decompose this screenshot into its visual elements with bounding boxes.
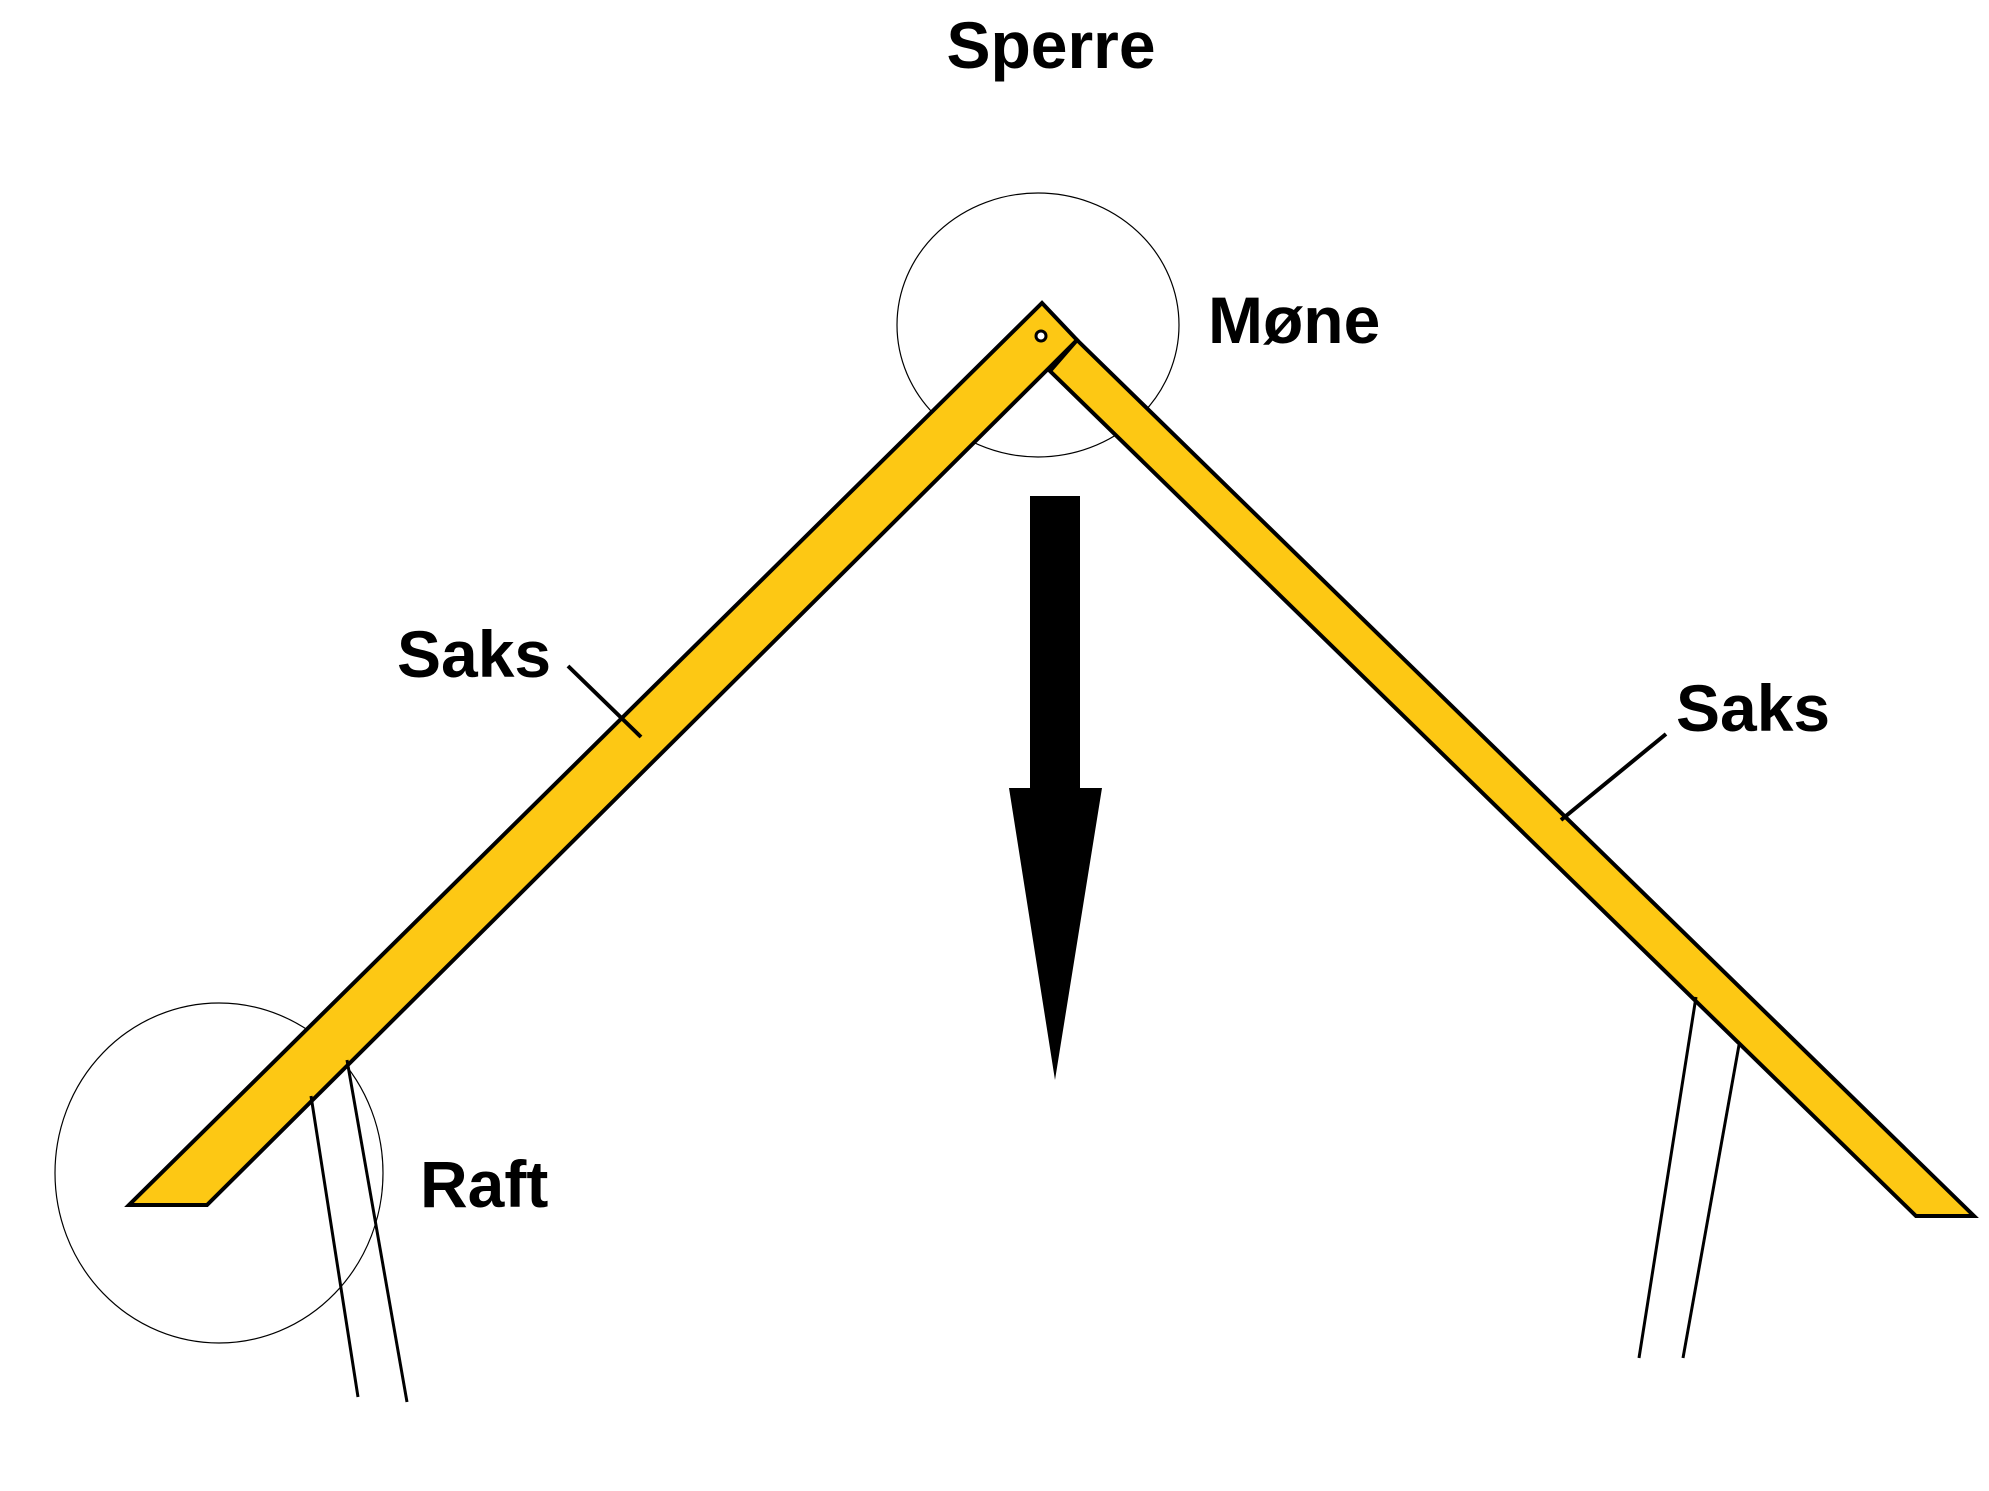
right-rafter	[1047, 337, 1979, 1218]
label-ridge: Møne	[1208, 283, 1380, 357]
ridge-pin	[1034, 329, 1048, 343]
left-rafter	[124, 300, 1080, 1207]
leader-line-saks-right	[1559, 732, 1668, 822]
left-wall	[309, 1059, 409, 1403]
label-saks-right: Saks	[1676, 671, 1830, 745]
label-saks-left: Saks	[397, 617, 551, 691]
eave-highlight-circle	[54, 1002, 384, 1344]
ridge-highlight-circle	[896, 192, 1180, 458]
diagram-title: Sperre	[946, 8, 1155, 82]
down-arrow-icon	[1009, 496, 1102, 1080]
right-wall	[1637, 996, 1741, 1359]
leader-line-saks-left	[566, 664, 643, 739]
label-raft: Raft	[420, 1147, 548, 1221]
